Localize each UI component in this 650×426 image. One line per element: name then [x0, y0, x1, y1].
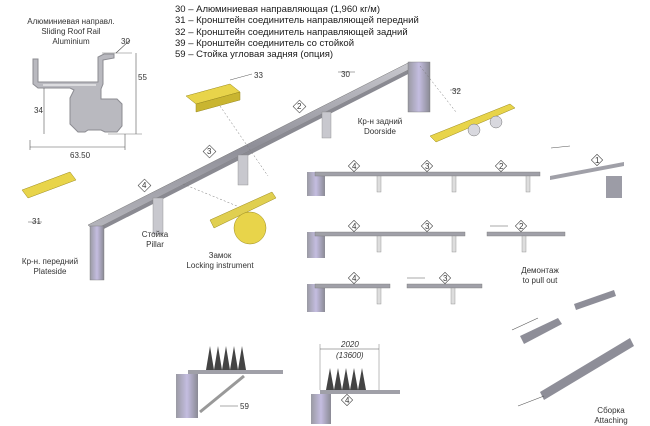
part-32-label: 32 — [452, 87, 461, 96]
part-31-label: 31 — [32, 217, 41, 226]
profile-title-ru: Алюминиевая направл. — [27, 17, 115, 26]
profile-inner-dim: 34 — [34, 106, 43, 115]
plateside-label: Кр-н. передний Plateside — [21, 257, 79, 276]
step-marker: 2 — [514, 219, 528, 233]
rail-profile: 30 55 34 63.50 — [29, 37, 147, 160]
bracket-31: 31 — [21, 171, 77, 226]
step-marker: 1 — [590, 153, 604, 167]
dim-13600: (13600) — [336, 351, 364, 360]
dim-2020: 2020 — [340, 340, 359, 349]
step-marker: 4 — [347, 159, 361, 173]
step-marker: 3 — [420, 219, 434, 233]
dimension-group: 2020 (13600) 4 — [311, 340, 400, 424]
disassembly-row-3: 4 3 — [307, 271, 483, 312]
pullout-label: Демонтаж to pull out — [521, 266, 559, 285]
svg-text:4: 4 — [345, 396, 350, 405]
profile-height-dim: 55 — [138, 73, 147, 82]
svg-text:3: 3 — [425, 222, 430, 231]
svg-text:1: 1 — [595, 156, 600, 165]
main-rail-assembly: 4 3 2 30 — [87, 61, 431, 281]
step-marker: 3 — [438, 271, 452, 285]
doorside-label: Кр-н задний Doorside — [357, 117, 403, 136]
legend-item: 32 – Кронштейн соединитель направляющей … — [175, 26, 408, 38]
svg-text:2: 2 — [297, 102, 302, 111]
pillar — [237, 154, 249, 186]
part-33-label: 33 — [254, 71, 263, 80]
profile-material: Aluminium — [52, 37, 90, 46]
locking-instrument — [182, 183, 277, 245]
bracket-32: 32 — [419, 65, 516, 143]
svg-text:2: 2 — [499, 162, 504, 171]
legend-item: 39 – Кронштейн соединитель со стойкой — [175, 37, 354, 49]
svg-text:3: 3 — [425, 162, 430, 171]
lock-label: Замок Locking instrument — [186, 251, 254, 270]
pillar — [321, 111, 332, 139]
pillar — [152, 197, 164, 235]
profile-title-en: Sliding Roof Rail — [41, 27, 101, 36]
profile-width-dim: 63.50 — [70, 151, 91, 160]
step-marker: 3 — [420, 159, 434, 173]
profile-title: Алюминиевая направл. Sliding Roof Rail A… — [6, 17, 136, 47]
step-marker: 4 — [347, 219, 361, 233]
disassembly-row-1: 4 3 2 1 — [307, 145, 624, 198]
legend-item: 59 – Стойка угловая задняя (опция) — [175, 49, 334, 61]
attaching-label: Сборка Attaching — [594, 406, 628, 425]
step-marker: 4 — [340, 393, 354, 407]
legend-item: 31 – Кронштейн соединитель направляющей … — [175, 15, 419, 27]
bracket-33: 33 — [185, 71, 269, 177]
profile-part-number: 30 — [121, 37, 130, 46]
pillar-label: Стойка Pillar — [141, 230, 169, 249]
part-30-label: 30 — [341, 70, 350, 79]
svg-text:2: 2 — [519, 222, 524, 231]
svg-text:4: 4 — [352, 162, 357, 171]
step-marker: 3 — [202, 144, 217, 159]
part-59-label: 59 — [240, 402, 249, 411]
svg-text:3: 3 — [443, 274, 448, 283]
step-marker: 4 — [137, 178, 152, 193]
disassembly-row-2: 4 3 2 — [307, 219, 566, 258]
corner-pillar-59: 59 — [176, 346, 283, 418]
step-marker: 4 — [347, 271, 361, 285]
svg-text:3: 3 — [207, 147, 212, 156]
parts-legend: 30 – Алюминиевая направляющая (1,960 кг/… — [175, 4, 419, 60]
legend-item: 30 – Алюминиевая направляющая (1,960 кг/… — [175, 4, 381, 15]
svg-text:4: 4 — [352, 274, 357, 283]
svg-text:4: 4 — [142, 181, 147, 190]
step-marker: 2 — [292, 99, 307, 114]
step-marker: 2 — [494, 159, 508, 173]
attaching-detail — [511, 290, 634, 407]
svg-text:4: 4 — [352, 222, 357, 231]
